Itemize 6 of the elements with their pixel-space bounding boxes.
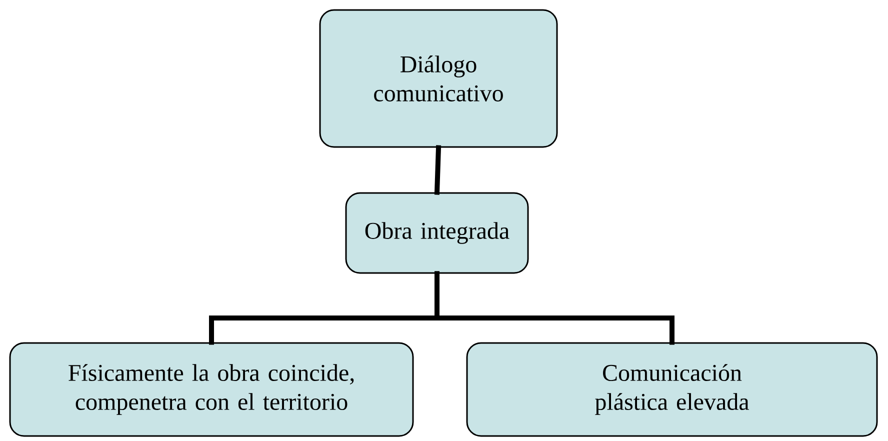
connector-line — [434, 271, 674, 345]
process-box: Físicamente la obra coincide, compenetra con el territorio — [9, 342, 414, 437]
process-box: Obra integrada — [345, 192, 529, 274]
process-box: Comunicación plástica elevada — [466, 342, 878, 437]
connector-line — [434, 145, 441, 195]
process-box: Diálogo comunicativo — [319, 9, 558, 148]
